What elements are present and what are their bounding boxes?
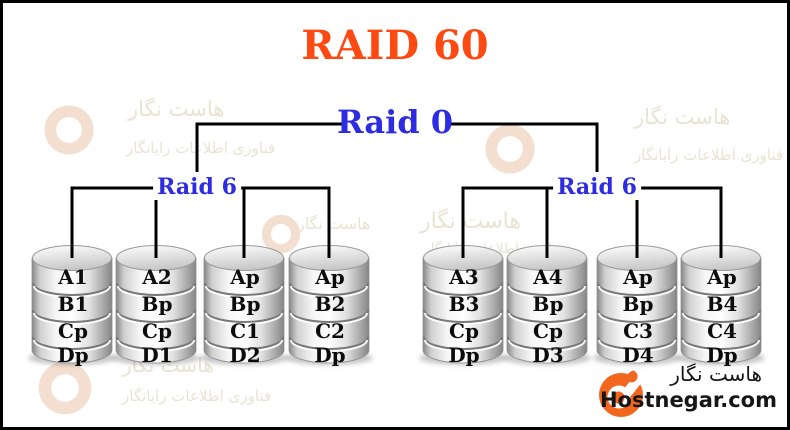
hostnegar-logo-icon [599,369,647,417]
raid6-right-label: Raid 6 [553,174,641,200]
connector-raid0-left [195,122,342,172]
disk-row: Bp [623,292,654,316]
disk-row: Bp [142,292,173,316]
disk-row: Bp [230,292,261,316]
disk-row: Ap [622,265,653,289]
raid0-label: Raid 0 [337,103,453,141]
disk-row: B2 [315,292,346,316]
disk-row: D1 [141,343,172,367]
disk-row: D3 [532,343,563,367]
disk-row: C3 [623,319,653,343]
disk-row: B1 [58,292,89,316]
disk-row: A3 [448,265,478,289]
page-title: RAID 60 [301,22,489,69]
disk-row: Ap [706,265,737,289]
disk-row: D4 [622,343,653,367]
disk-r2: A4 Bp Cp D3 [503,245,591,367]
disk-row: B3 [449,292,480,316]
raid6-left-label: Raid 6 [153,174,241,200]
disk-group-right: A3 B3 Cp Dp A4 Bp Cp D3 [419,245,765,367]
disk-row: Cp [142,319,172,343]
disk-row: Cp [58,319,88,343]
disk-row: Cp [449,319,479,343]
disk-row: Cp [533,319,563,343]
connector-raid6l-a [70,186,160,258]
disk-r3: Ap Bp C3 D4 [593,245,681,367]
disk-row: C1 [230,319,260,343]
disk-row: D2 [229,343,260,367]
disk-row: Bp [533,292,564,316]
connector-raid6r-a [461,186,560,258]
disk-l3: Ap Bp C1 D2 [200,245,288,367]
disk-row: Dp [57,343,88,367]
disk-row: Ap [314,265,345,289]
disk-row: C4 [707,319,737,343]
disk-r4: Ap B4 C4 Dp [677,245,765,367]
disk-row: A4 [532,265,563,289]
disk-row: A2 [141,265,171,289]
disk-l1: A1 B1 Cp Dp [28,245,116,367]
disk-row: Dp [448,343,479,367]
connector-raid0-right [448,122,599,172]
disk-row: Dp [314,343,345,367]
disk-l2: A2 Bp Cp D1 [112,245,200,367]
disk-row: B4 [707,292,738,316]
disk-row: C2 [315,319,345,343]
connector-raid6l-c [234,186,331,258]
disk-l4: Ap B2 C2 Dp [285,245,373,367]
brand-site-url: Hostnegar.com [599,388,777,412]
disk-row: A1 [57,265,87,289]
disk-row: Ap [229,265,260,289]
disk-group-left: A1 B1 Cp Dp A2 Bp Cp D1 [28,245,373,367]
disk-r1: A3 B3 Cp Dp [419,245,507,367]
connector-raid6r-c [634,186,723,258]
disk-row: Dp [706,343,737,367]
brand-name-fa: هاست نگار [670,362,762,386]
